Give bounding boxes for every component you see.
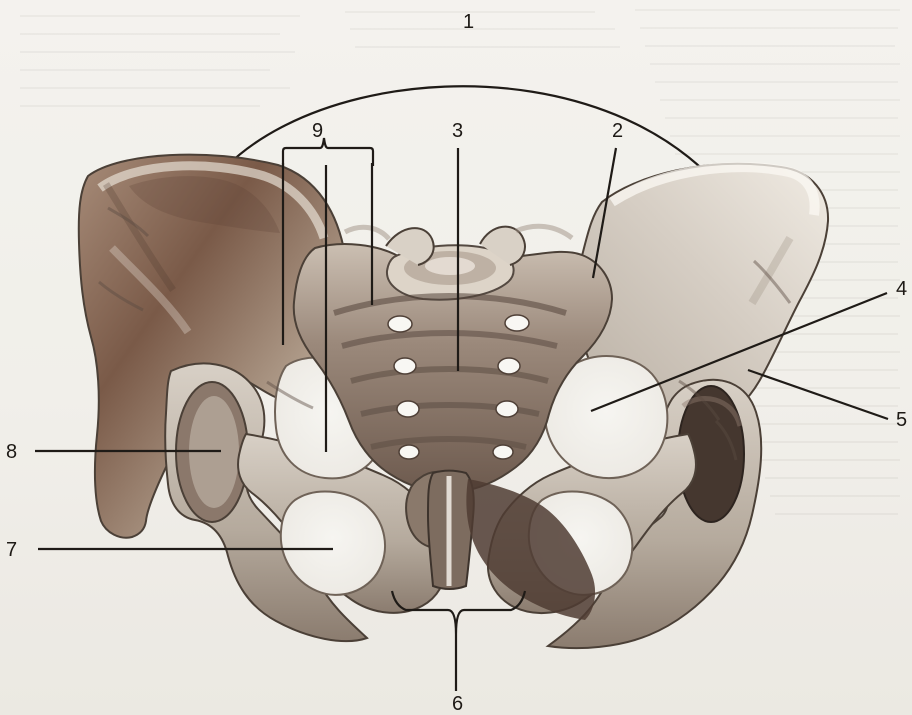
label-3: 3 [452,120,463,142]
sacral-foramen-right-4 [493,445,513,459]
sacral-foramen-right-2 [498,358,520,374]
label-5: 5 [896,409,907,431]
sacral-foramen-right-1 [505,315,529,331]
label-7: 7 [6,539,17,561]
sacral-foramen-left-2 [394,358,416,374]
label-8: 8 [6,441,17,463]
label-1: 1 [463,11,474,33]
label-2: 2 [612,120,623,142]
label-4: 4 [896,278,907,300]
sacral-foramen-left-1 [388,316,412,332]
sacral-foramen-right-3 [496,401,518,417]
label-9: 9 [312,120,323,142]
label-6: 6 [452,693,463,715]
sacral-foramen-left-4 [399,445,419,459]
sacral-foramen-left-3 [397,401,419,417]
